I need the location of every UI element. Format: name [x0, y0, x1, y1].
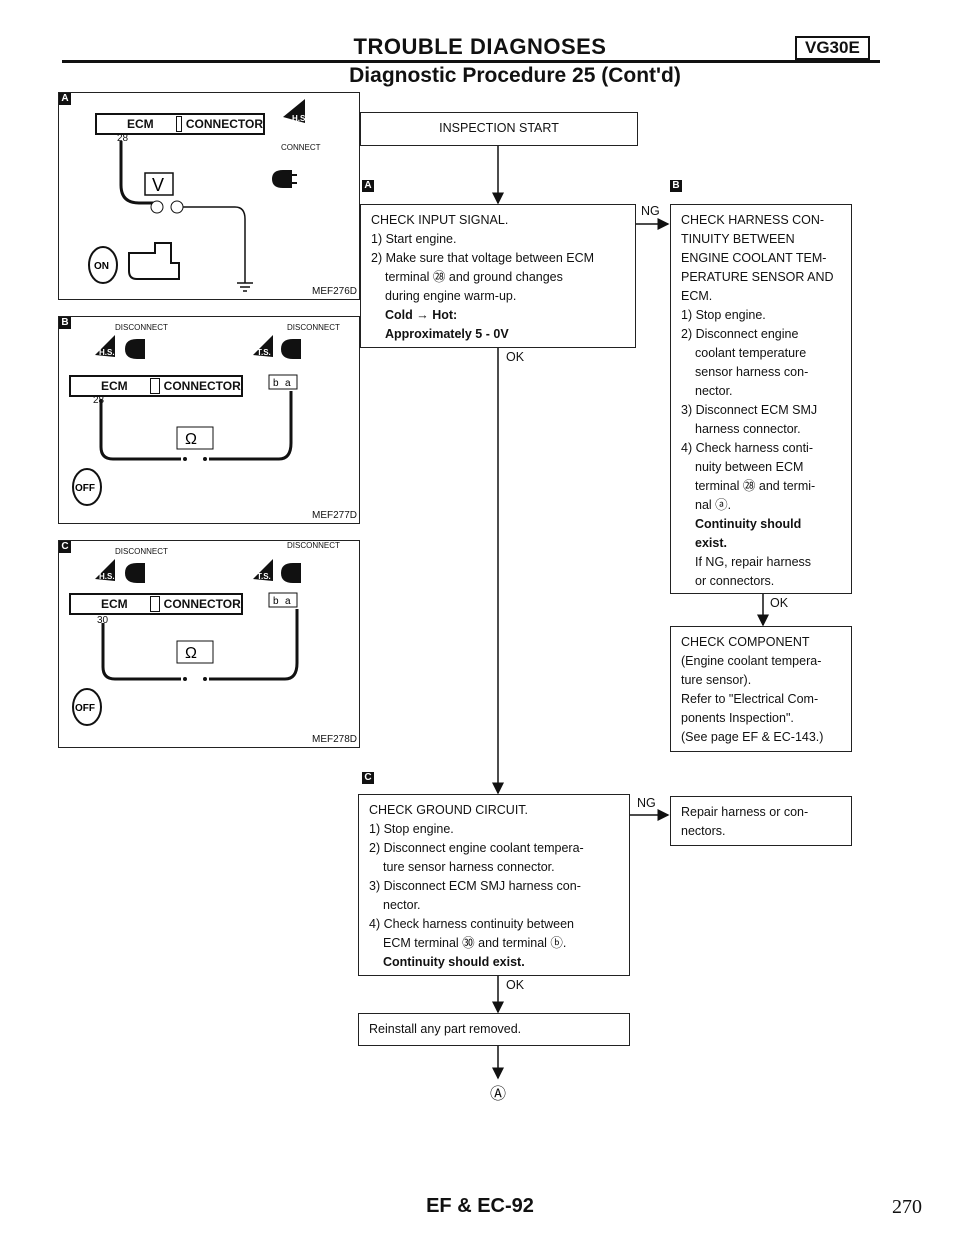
- panel-b-tag: B: [59, 317, 71, 329]
- svg-text:H.S.: H.S.: [99, 348, 115, 357]
- connect-label: CONNECT: [281, 143, 321, 152]
- page-title: TROUBLE DIAGNOSES: [353, 34, 607, 59]
- figure-code-c: MEF278D: [311, 734, 357, 745]
- ohmmeter-circuit-b: H.S. T.S. b a Ω OFF: [72, 335, 301, 506]
- diagram-panel-b: B DISCONNECT DISCONNECT H.S. T.S. b a Ω …: [58, 316, 360, 524]
- reinstall-box: Reinstall any part removed.: [358, 1013, 630, 1046]
- svg-text:a: a: [285, 378, 291, 389]
- figure-code-a: MEF276D: [311, 286, 357, 297]
- flow-tag-b: B: [670, 180, 682, 192]
- flow-tag-a: A: [362, 180, 374, 192]
- svg-text:OFF: OFF: [75, 483, 95, 494]
- check-input-signal-box: CHECK INPUT SIGNAL. 1) Start engine. 2) …: [360, 204, 636, 348]
- ecm-connector-a: ECM CONNECTOR: [95, 113, 265, 135]
- ecm-connector-b: ECM CONNECTOR: [69, 375, 243, 397]
- check-harness-box: CHECK HARNESS CON- TINUITY BETWEEN ENGIN…: [670, 204, 852, 594]
- check-component-box: CHECK COMPONENT (Engine coolant tempera-…: [670, 626, 852, 752]
- svg-text:Ω: Ω: [185, 431, 197, 448]
- flow-tag-c: C: [362, 772, 374, 784]
- footer-code: EF & EC-92: [426, 1195, 534, 1217]
- check-ground-circuit-box: CHECK GROUND CIRCUIT. 1) Stop engine. 2)…: [358, 794, 630, 976]
- ok-label-2: OK: [770, 596, 789, 610]
- svg-text:b: b: [273, 378, 279, 389]
- diagram-panel-c: C DISCONNECT DISCONNECT H.S. T.S. b a Ω …: [58, 540, 360, 748]
- repair-harness-box: Repair harness or con- nectors.: [670, 796, 852, 846]
- ng-label-2: NG: [637, 796, 656, 810]
- page-number: 270: [892, 1196, 922, 1218]
- svg-text:T.S.: T.S.: [257, 348, 271, 357]
- inspection-start-box: INSPECTION START: [360, 112, 638, 146]
- header-rule: [62, 60, 880, 63]
- svg-text:b: b: [273, 596, 279, 607]
- svg-text:H.S.: H.S.: [99, 572, 115, 581]
- svg-text:T.S.: T.S.: [257, 572, 271, 581]
- ok-label-1: OK: [506, 350, 525, 364]
- svg-text:Ω: Ω: [185, 645, 197, 662]
- ohmmeter-circuit-c: H.S. T.S. b a Ω OFF: [72, 559, 301, 726]
- panel-a-tag: A: [59, 93, 71, 105]
- svg-text:H.S.: H.S.: [292, 114, 308, 123]
- end-marker: Ⓐ: [490, 1086, 507, 1103]
- svg-text:V: V: [152, 175, 164, 195]
- diagram-panel-a: A ECM CONNECTOR 28 CONNECT H.S. V ON MEF…: [58, 92, 360, 300]
- panel-c-tag: C: [59, 541, 71, 553]
- page-subtitle: Diagnostic Procedure 25 (Cont'd): [349, 64, 681, 87]
- voltmeter-circuit: H.S. V ON: [88, 99, 308, 292]
- model-tag: VG30E: [795, 36, 870, 60]
- svg-text:OFF: OFF: [75, 703, 95, 714]
- ng-label-1: NG: [641, 204, 660, 218]
- ok-label-3: OK: [506, 978, 525, 992]
- svg-text:a: a: [285, 596, 291, 607]
- figure-code-b: MEF277D: [311, 510, 357, 521]
- svg-text:ON: ON: [94, 261, 109, 272]
- ecm-connector-c: ECM CONNECTOR: [69, 593, 243, 615]
